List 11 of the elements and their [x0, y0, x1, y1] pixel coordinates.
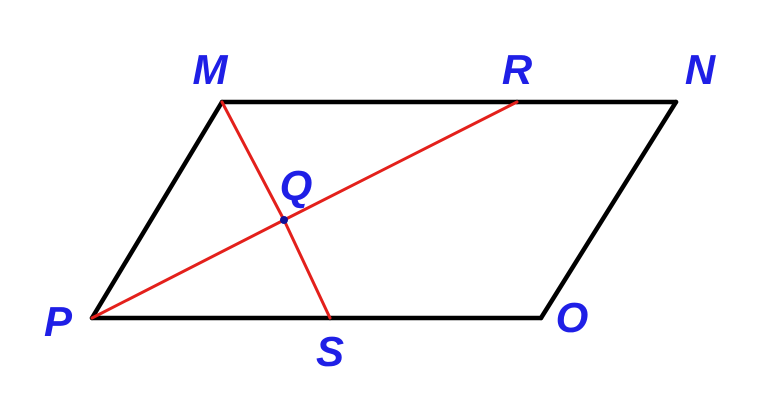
point-label: R — [502, 49, 532, 91]
point-label: Q — [280, 165, 312, 207]
point-label: M — [192, 49, 228, 91]
line-segment — [220, 100, 520, 104]
point-label: P — [44, 301, 72, 343]
line-segment — [90, 316, 332, 320]
point-label: S — [316, 331, 344, 373]
line-segment — [328, 316, 544, 320]
point-label: O — [556, 297, 588, 339]
line-segment — [538, 100, 678, 320]
point-label: N — [684, 49, 716, 91]
